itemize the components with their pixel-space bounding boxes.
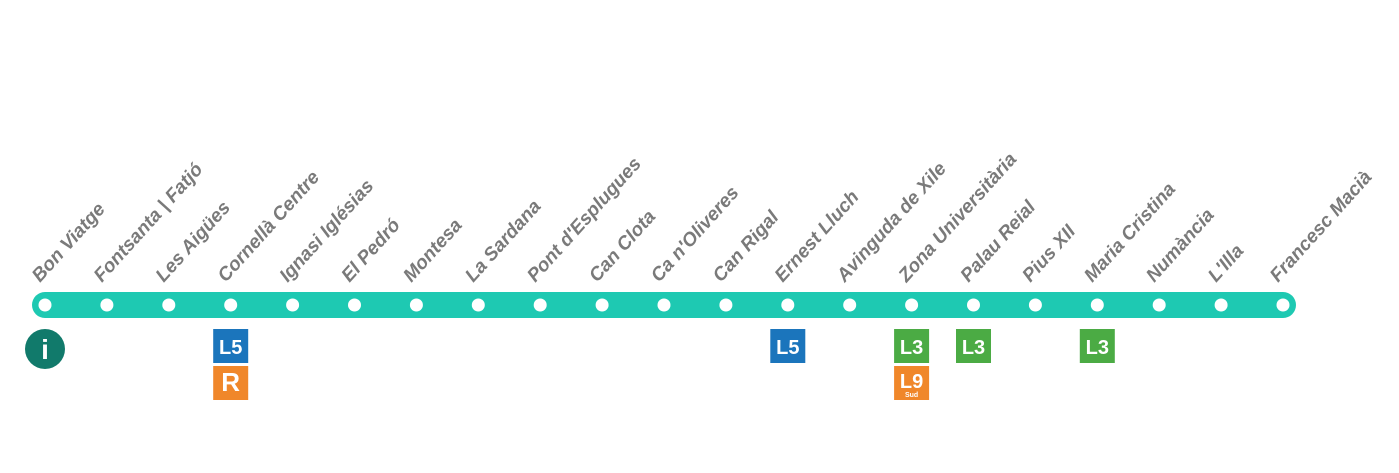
badge-background — [894, 329, 930, 363]
station-stop-montesa[interactable] — [409, 298, 423, 312]
station-label-l-illa: L'Illa — [1204, 240, 1248, 286]
station-stop-cornella-centre[interactable] — [224, 298, 238, 312]
stops-layer — [38, 298, 1290, 312]
info-icon-symbol: i — [41, 334, 49, 365]
station-stop-pont-d-esplugues[interactable] — [533, 298, 547, 312]
connection-badge-l3-palau-reial[interactable]: L3 — [956, 329, 991, 363]
badge-label: L3 — [962, 337, 985, 359]
station-stop-pius-xii[interactable] — [1028, 298, 1042, 312]
station-label-zona-universitaria: Zona Universitària — [894, 149, 1021, 287]
badge-background — [894, 366, 930, 400]
station-stop-maria-cristina[interactable] — [1090, 298, 1104, 312]
station-stop-ca-n-oliveres[interactable] — [657, 298, 671, 312]
station-stop-francesc-macia[interactable] — [1276, 298, 1290, 312]
station-label-el-pedro: El Pedró — [338, 215, 405, 286]
station-stop-ignasi-iglesias[interactable] — [286, 298, 300, 312]
info-layer: i — [25, 329, 65, 369]
badge-background — [213, 329, 249, 363]
station-label-montesa: Montesa — [400, 215, 467, 287]
station-stop-bon-viatge[interactable] — [38, 298, 52, 312]
station-stop-l-illa[interactable] — [1214, 298, 1228, 312]
station-label-francesc-macia: Francesc Macià — [1266, 167, 1377, 287]
badge-label: L3 — [900, 337, 923, 359]
station-stop-les-aigues[interactable] — [162, 298, 176, 312]
station-stop-can-clota[interactable] — [595, 298, 609, 312]
station-label-fontsanta-fatjo: Fontsanta | Fatjó — [90, 159, 207, 286]
connection-badge-l3-maria-cristina[interactable]: L3 — [1079, 329, 1115, 363]
badge-label: R — [221, 367, 240, 397]
station-label-cornella-centre: Cornellà Centre — [214, 167, 325, 287]
station-stop-fontsanta-fatjo[interactable] — [100, 298, 114, 312]
station-stop-avinguda-de-xile[interactable] — [843, 298, 857, 312]
station-stop-la-sardana[interactable] — [471, 298, 485, 312]
badge-background — [956, 329, 991, 363]
station-stop-palau-reial[interactable] — [967, 298, 980, 312]
connection-badge-l5-ernest-lluch[interactable]: L5 — [770, 329, 806, 363]
connection-badge-l3-zona-universitaria[interactable]: L3 — [894, 329, 930, 363]
badge-background — [1079, 329, 1115, 363]
connection-badge-r-cornella-centre[interactable]: R — [213, 366, 249, 400]
station-stop-can-rigal[interactable] — [719, 298, 733, 312]
station-stop-numancia[interactable] — [1152, 298, 1166, 312]
connection-badge-l5-cornella-centre[interactable]: L5 — [213, 329, 249, 363]
station-label-pius-xii: Pius XII — [1019, 221, 1081, 287]
info-icon-circle — [25, 329, 65, 369]
badge-label: L5 — [219, 337, 242, 359]
badge-background — [770, 329, 806, 363]
station-stop-zona-universitaria[interactable] — [905, 298, 919, 312]
badge-background — [213, 366, 249, 400]
badge-label: L3 — [1086, 337, 1109, 359]
station-label-avinguda-de-xile: Avinguda de Xile — [832, 158, 951, 287]
badge-label: L5 — [776, 337, 799, 359]
info-icon[interactable]: i — [25, 329, 65, 369]
station-label-pont-d-esplugues: Pont d'Esplugues — [523, 154, 645, 287]
station-stop-el-pedro[interactable] — [348, 298, 361, 312]
station-stop-ernest-lluch[interactable] — [781, 298, 795, 312]
badge-sublabel: Sud — [905, 392, 918, 399]
badge-label: L9 — [900, 371, 923, 393]
